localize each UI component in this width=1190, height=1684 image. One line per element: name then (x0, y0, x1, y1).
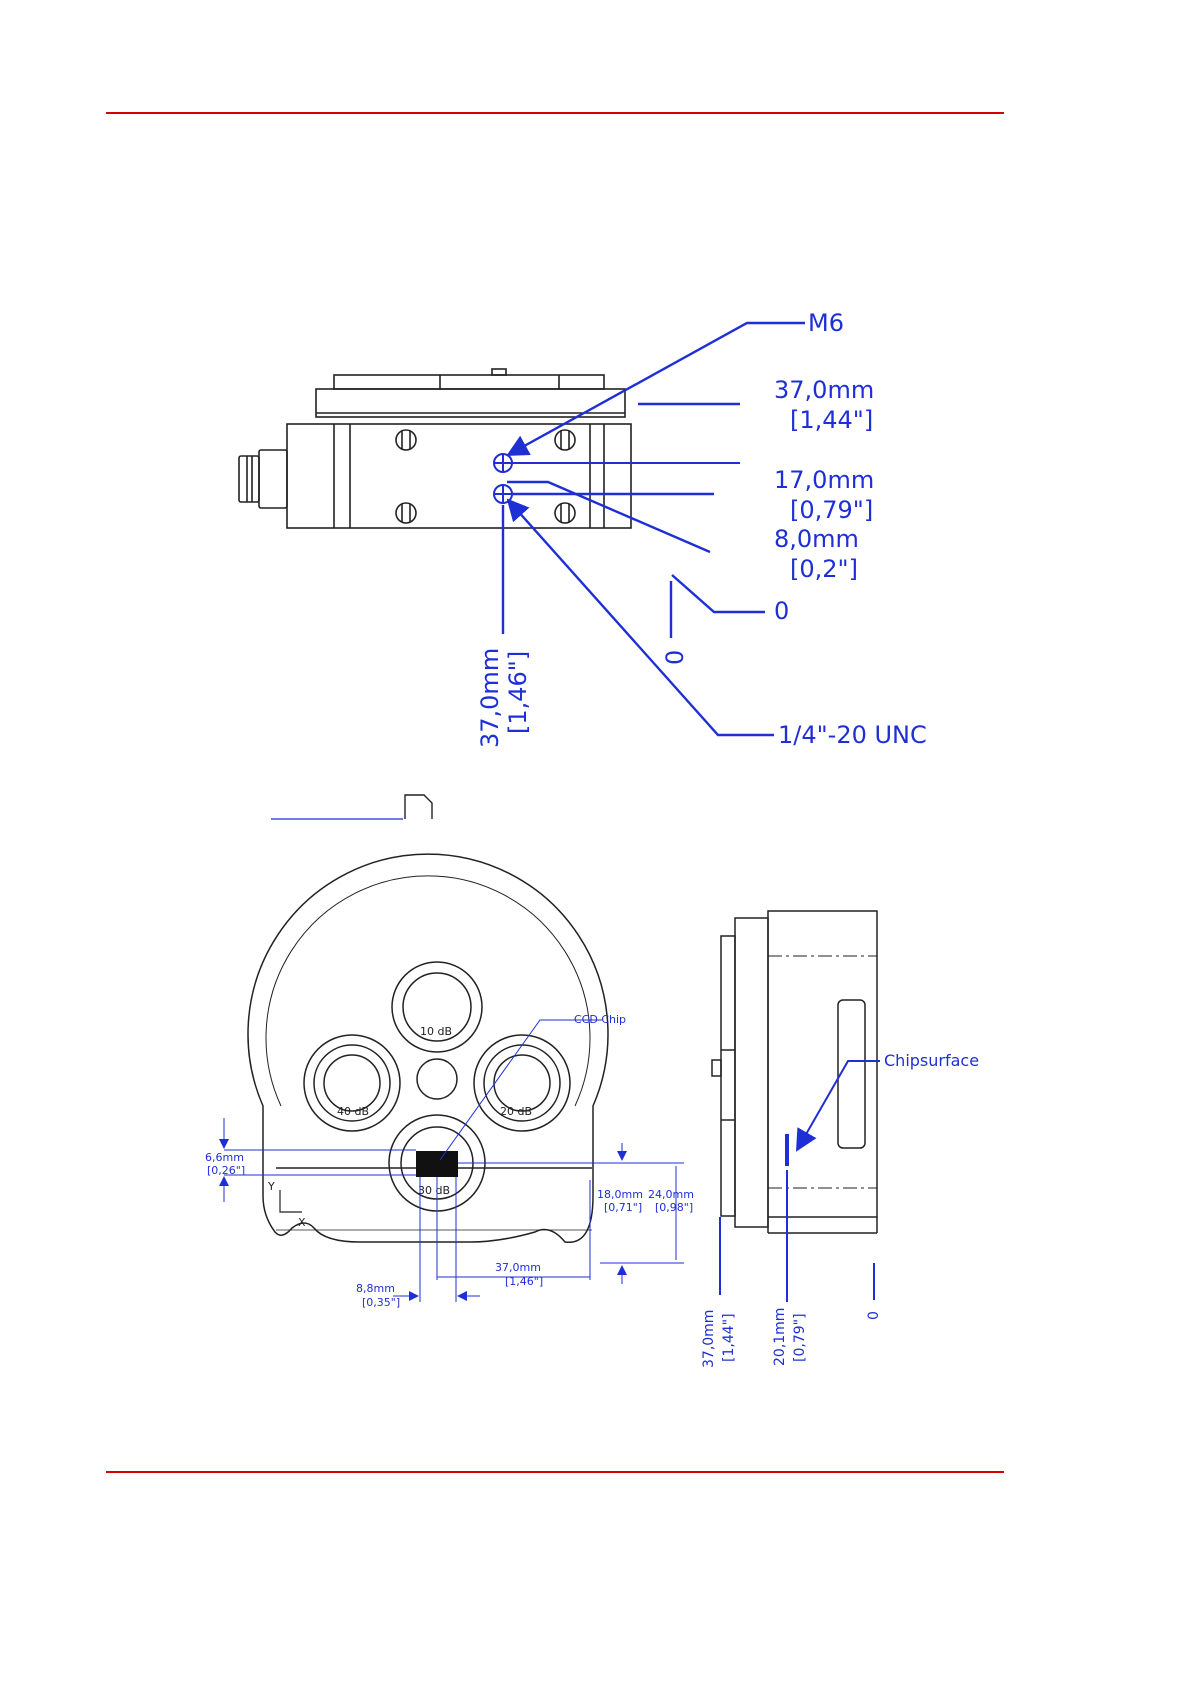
filter-10-label: 10 dB (420, 1025, 452, 1038)
mounting-hole-icon (494, 454, 512, 503)
dim-8-mm: 8,0mm (774, 525, 859, 553)
dim-vert-in: [1,46"] (504, 651, 532, 734)
dim-8-in: [0,2"] (790, 555, 858, 583)
dim-24-in: [0,98"] (655, 1201, 693, 1214)
dim-zero-v: 0 (661, 650, 689, 665)
ccd-chip (416, 1151, 458, 1177)
filter-20-label: 20 dB (500, 1105, 532, 1118)
dim-201-mm: 20,1mm (772, 1308, 788, 1366)
dim-37-mm-front: 37,0mm (495, 1261, 541, 1274)
dim-18-in: [0,71"] (604, 1201, 642, 1214)
top-view-leaders (503, 323, 805, 735)
dim-37-in: [1,44"] (790, 406, 873, 434)
axis-icon: Y X (267, 1180, 306, 1229)
dim-17-mm: 17,0mm (774, 466, 874, 494)
dim-37-mm-side: 37,0mm (701, 1310, 717, 1368)
filter-40-label: 40 dB (337, 1105, 369, 1118)
dim-88-in: [0,35"] (362, 1296, 400, 1309)
dim-zero-side: 0 (866, 1311, 882, 1320)
document-icon (405, 795, 432, 819)
dim-37-in-front: [1,46"] (505, 1275, 543, 1288)
filter-30-label: 30 dB (418, 1184, 450, 1197)
side-view-body (712, 911, 877, 1233)
callout-m6: M6 (808, 309, 844, 337)
dim-201-in: [0,79"] (792, 1313, 808, 1362)
side-view: Chipsurface 37,0mm [1,44"] 20,1mm [0,79"… (701, 911, 979, 1368)
dim-18-mm: 18,0mm (597, 1188, 643, 1201)
dim-37-in-side: [1,44"] (721, 1313, 737, 1362)
dim-24-mm: 24,0mm (648, 1188, 694, 1201)
chipsurface-label: Chipsurface (884, 1051, 979, 1070)
ccd-chip-label: CCD Chip (574, 1013, 626, 1026)
axis-y-label: Y (267, 1180, 275, 1193)
dim-zero-h: 0 (774, 597, 789, 625)
side-view-dimensions (720, 1061, 880, 1302)
front-view: 10 dB 40 dB 20 dB 30 dB Y X (205, 854, 694, 1309)
screw-icon (396, 430, 575, 523)
callout-unc: 1/4"-20 UNC (778, 721, 927, 749)
dim-vert-mm: 37,0mm (476, 648, 504, 748)
dim-88-mm: 8,8mm (356, 1282, 395, 1295)
top-view-body (239, 369, 631, 528)
dim-66-mm: 6,6mm (205, 1151, 244, 1164)
top-view: M6 37,0mm [1,44"] 17,0mm [0,79"] 8,0mm [… (239, 309, 927, 749)
dim-37-mm: 37,0mm (774, 376, 874, 404)
dim-17-in: [0,79"] (790, 496, 873, 524)
axis-x-label: X (298, 1216, 306, 1229)
dim-66-in: [0,26"] (207, 1164, 245, 1177)
